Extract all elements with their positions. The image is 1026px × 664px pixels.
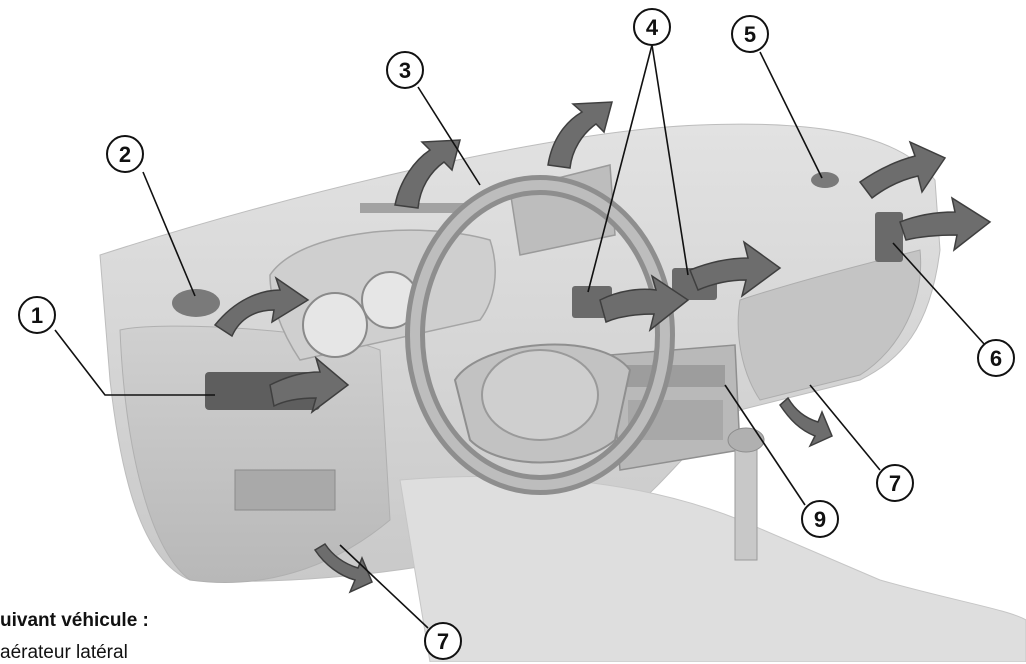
- svg-text:1: 1: [31, 303, 43, 328]
- dashboard-illustration: [99, 123, 1026, 662]
- leader-lines: [54, 44, 986, 629]
- airflow-arrows: [213, 101, 992, 594]
- leader-line-1: [54, 329, 215, 396]
- svg-text:4: 4: [646, 15, 659, 40]
- callout-5: 5: [731, 15, 769, 53]
- callout-7-left: 7: [424, 622, 462, 660]
- airflow-arrow: [689, 240, 782, 298]
- leader-line-4b: [651, 44, 689, 276]
- airflow-arrow: [858, 140, 947, 200]
- airflow-arrow: [213, 276, 310, 338]
- airflow-arrow: [899, 196, 992, 252]
- svg-text:5: 5: [744, 22, 756, 47]
- callout-6: 6: [977, 339, 1015, 377]
- leader-line-9: [724, 384, 806, 506]
- svg-text:7: 7: [889, 471, 901, 496]
- callout-3: 3: [386, 51, 424, 89]
- airflow-arrow: [547, 101, 613, 169]
- callout-9: 9: [801, 500, 839, 538]
- leader-line-7a: [809, 384, 881, 471]
- svg-text:2: 2: [119, 142, 131, 167]
- callout-1: 1: [18, 296, 56, 334]
- callout-2: 2: [106, 135, 144, 173]
- leader-line-7b: [339, 544, 429, 629]
- leader-line-5: [759, 51, 823, 179]
- svg-text:7: 7: [437, 629, 449, 654]
- leader-line-6: [892, 242, 986, 346]
- svg-text:9: 9: [814, 507, 826, 532]
- callouts: 1 2 3 4 5 6 7 7: [18, 8, 1015, 660]
- leader-line-2: [142, 171, 196, 297]
- svg-text:6: 6: [990, 346, 1002, 371]
- callout-7-right: 7: [876, 464, 914, 502]
- svg-text:3: 3: [399, 58, 411, 83]
- airflow-arrow: [779, 396, 833, 448]
- airflow-arrow: [599, 274, 690, 332]
- callout-4: 4: [633, 8, 671, 46]
- leader-line-3: [417, 86, 481, 186]
- caption-heading: uivant véhicule :: [0, 610, 149, 631]
- airflow-arrow: [394, 139, 461, 209]
- caption-line-1: aérateur latéral: [0, 642, 128, 663]
- leader-line-4a: [587, 44, 653, 293]
- airflow-arrow: [269, 355, 350, 414]
